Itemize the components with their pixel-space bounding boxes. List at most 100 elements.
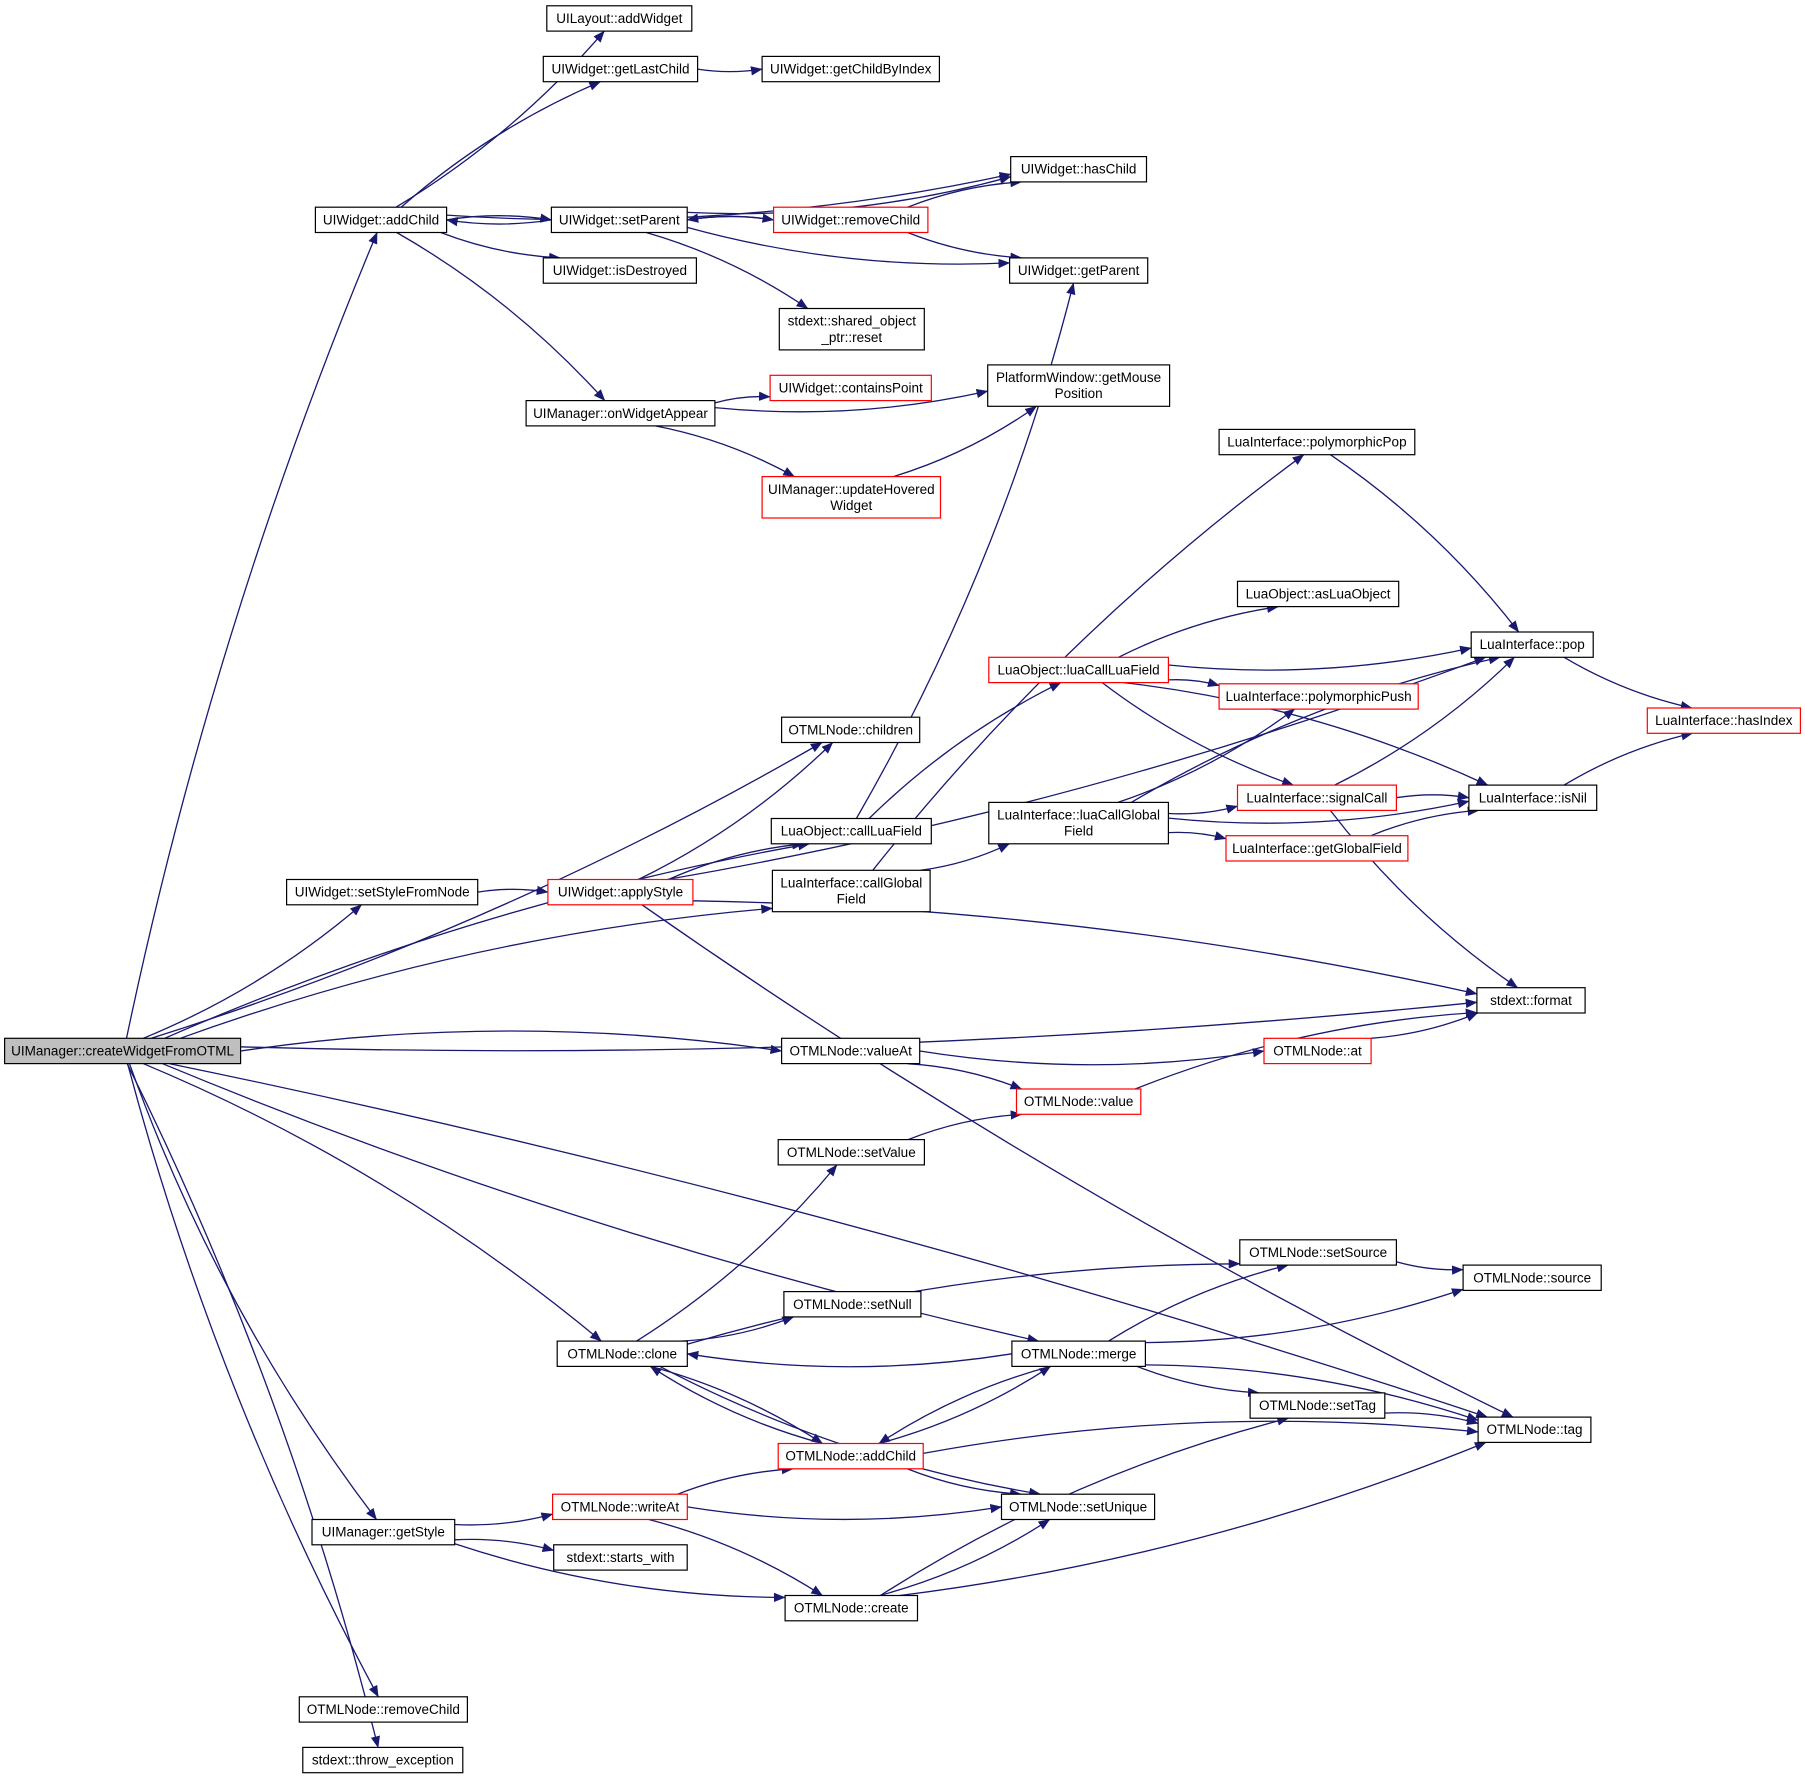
node-reset[interactable]: stdext::shared_object_ptr::reset bbox=[778, 307, 925, 351]
node-setParent[interactable]: UIWidget::setParent bbox=[550, 206, 688, 234]
node-setStyleFromNode[interactable]: UIWidget::setStyleFromNode bbox=[286, 878, 479, 906]
edge-setParent-to-addChild bbox=[446, 217, 552, 227]
node-box-createWidgetFromOTML bbox=[3, 1037, 242, 1065]
node-setTag[interactable]: OTMLNode::setTag bbox=[1249, 1392, 1386, 1419]
node-setNull[interactable]: OTMLNode::setNull bbox=[783, 1290, 922, 1318]
node-getGlobalField[interactable]: LuaInterface::getGlobalField bbox=[1225, 835, 1409, 862]
node-addWidget[interactable]: UILayout::addWidget bbox=[546, 5, 693, 32]
node-box-getLastChild bbox=[542, 55, 699, 83]
node-hasChild[interactable]: UIWidget::hasChild bbox=[1010, 156, 1148, 183]
edge-value-to-format bbox=[1134, 1008, 1478, 1090]
node-onWidgetAppear[interactable]: UIManager::onWidgetAppear bbox=[525, 400, 716, 427]
node-setSource[interactable]: OTMLNode::setSource bbox=[1239, 1239, 1398, 1266]
node-getLastChild[interactable]: UIWidget::getLastChild bbox=[542, 55, 699, 83]
node-createWidgetFromOTML[interactable]: UIManager::createWidgetFromOTML bbox=[3, 1037, 242, 1065]
node-label-hasChild: UIWidget::hasChild bbox=[1021, 162, 1137, 177]
node-asLuaObject[interactable]: LuaObject::asLuaObject bbox=[1236, 580, 1400, 608]
node-label-getChildByIndex: UIWidget::getChildByIndex bbox=[770, 62, 932, 77]
node-applyStyle[interactable]: UIWidget::applyStyle bbox=[547, 878, 694, 906]
node-label-merge: OTMLNode::merge bbox=[1021, 1346, 1137, 1361]
node-luaCallLuaField[interactable]: LuaObject::luaCallLuaField bbox=[988, 656, 1169, 684]
edge-createWidgetFromOTML-to-getStyle bbox=[128, 1063, 378, 1520]
edge-clone-to-setNull bbox=[681, 1316, 795, 1342]
node-box-getGlobalField bbox=[1225, 835, 1409, 862]
node-box-setUnique bbox=[1000, 1493, 1156, 1521]
node-label-create: OTMLNode::create bbox=[794, 1601, 909, 1616]
node-source[interactable]: OTMLNode::source bbox=[1462, 1264, 1602, 1291]
node-label-addChild: UIWidget::addChild bbox=[323, 212, 439, 227]
node-clone[interactable]: OTMLNode::clone bbox=[556, 1340, 688, 1367]
node-format[interactable]: stdext::format bbox=[1476, 987, 1586, 1014]
node-getParent[interactable]: UIWidget::getParent bbox=[1008, 257, 1149, 284]
node-label-writeAt: OTMLNode::writeAt bbox=[561, 1499, 680, 1514]
node-merge[interactable]: OTMLNode::merge bbox=[1011, 1340, 1147, 1367]
node-label-addWidget: UILayout::addWidget bbox=[556, 11, 682, 26]
node-tag[interactable]: OTMLNode::tag bbox=[1477, 1416, 1592, 1443]
node-box-setTag bbox=[1249, 1392, 1386, 1419]
edge-merge-to-setTag bbox=[1136, 1365, 1260, 1397]
edge-setTag-to-tag bbox=[1384, 1412, 1479, 1425]
node-pop[interactable]: LuaInterface::pop bbox=[1470, 631, 1594, 658]
node-startsWith[interactable]: stdext::starts_with bbox=[553, 1544, 688, 1571]
node-box-polymorphicPop bbox=[1218, 428, 1416, 456]
node-label-updateHoveredWidget: UIManager::updateHovered bbox=[768, 482, 935, 497]
node-label-luaCallGlobalField: LuaInterface::luaCallGlobal bbox=[997, 808, 1160, 823]
node-isDestroyed[interactable]: UIWidget::isDestroyed bbox=[542, 257, 697, 284]
node-getChildByIndex[interactable]: UIWidget::getChildByIndex bbox=[761, 55, 940, 83]
node-box-signalCall bbox=[1236, 784, 1397, 811]
node-addChild[interactable]: UIWidget::addChild bbox=[314, 206, 448, 234]
edge-merge-to-setSource bbox=[1108, 1263, 1289, 1342]
node-children[interactable]: OTMLNode::children bbox=[780, 716, 921, 744]
node-callLuaField[interactable]: LuaObject::callLuaField bbox=[770, 817, 932, 845]
edge-updateHoveredWidget-to-getMousePosition bbox=[893, 405, 1037, 478]
node-signalCall[interactable]: LuaInterface::signalCall bbox=[1236, 784, 1397, 811]
node-create[interactable]: OTMLNode::create bbox=[784, 1594, 919, 1622]
node-box-setStyleFromNode bbox=[286, 878, 479, 906]
node-label-valueAt: OTMLNode::valueAt bbox=[790, 1044, 913, 1059]
node-throwException[interactable]: stdext::throw_exception bbox=[302, 1746, 464, 1774]
node-getStyle[interactable]: UIManager::getStyle bbox=[311, 1518, 456, 1546]
node-label-value: OTMLNode::value bbox=[1024, 1094, 1134, 1109]
node-polymorphicPop[interactable]: LuaInterface::polymorphicPop bbox=[1218, 428, 1416, 456]
node-label-isNil: LuaInterface::isNil bbox=[1479, 790, 1587, 805]
node-setUnique[interactable]: OTMLNode::setUnique bbox=[1000, 1493, 1156, 1521]
node-writeAt[interactable]: OTMLNode::writeAt bbox=[551, 1493, 688, 1521]
node-box-at bbox=[1263, 1037, 1372, 1065]
node-label-tag: OTMLNode::tag bbox=[1486, 1422, 1582, 1437]
node-setValue[interactable]: OTMLNode::setValue bbox=[777, 1138, 926, 1166]
edge-otmlAddChild-to-tag bbox=[923, 1420, 1479, 1455]
node-at[interactable]: OTMLNode::at bbox=[1263, 1037, 1372, 1065]
node-valueAt[interactable]: OTMLNode::valueAt bbox=[780, 1037, 921, 1065]
node-label-polymorphicPop: LuaInterface::polymorphicPop bbox=[1227, 435, 1406, 450]
node-hasIndex[interactable]: LuaInterface::hasIndex bbox=[1646, 707, 1802, 734]
edge-layer bbox=[125, 30, 1694, 1748]
edge-create-to-setUnique bbox=[879, 1518, 1051, 1597]
edge-luaCallGlobalField-to-getGlobalField bbox=[1168, 831, 1227, 841]
node-box-asLuaObject bbox=[1236, 580, 1400, 608]
node-box-isDestroyed bbox=[542, 257, 697, 284]
node-otmlRemoveChild[interactable]: OTMLNode::removeChild bbox=[298, 1696, 468, 1723]
node-value[interactable]: OTMLNode::value bbox=[1015, 1088, 1142, 1115]
node-box-hasChild bbox=[1010, 156, 1148, 183]
node-box-luaCallGlobalField bbox=[988, 801, 1169, 845]
node-removeChild[interactable]: UIWidget::removeChild bbox=[772, 206, 929, 234]
node-box-getMousePosition bbox=[987, 364, 1171, 407]
node-containsPoint[interactable]: UIWidget::containsPoint bbox=[769, 374, 932, 402]
node-otmlAddChild[interactable]: OTMLNode::addChild bbox=[777, 1442, 924, 1470]
edge-removeChild-to-hasChild bbox=[907, 177, 1023, 208]
edge-applyStyle-to-callLuaField bbox=[668, 840, 804, 881]
node-box-applyStyle bbox=[547, 878, 694, 906]
edge-merge-to-source bbox=[1145, 1288, 1464, 1344]
node-label-getMousePosition: Position bbox=[1055, 386, 1103, 401]
edge-addChild-to-getLastChild bbox=[400, 81, 601, 208]
edge-createWidgetFromOTML-to-clone bbox=[143, 1063, 602, 1342]
node-label-callGlobalField: LuaInterface::callGlobal bbox=[780, 875, 922, 890]
edge-callLuaField-to-luaCallLuaField bbox=[868, 682, 1062, 819]
node-isNil[interactable]: LuaInterface::isNil bbox=[1468, 784, 1598, 811]
node-polymorphicPush[interactable]: LuaInterface::polymorphicPush bbox=[1218, 683, 1419, 710]
edge-applyStyle-to-format bbox=[692, 900, 1478, 997]
